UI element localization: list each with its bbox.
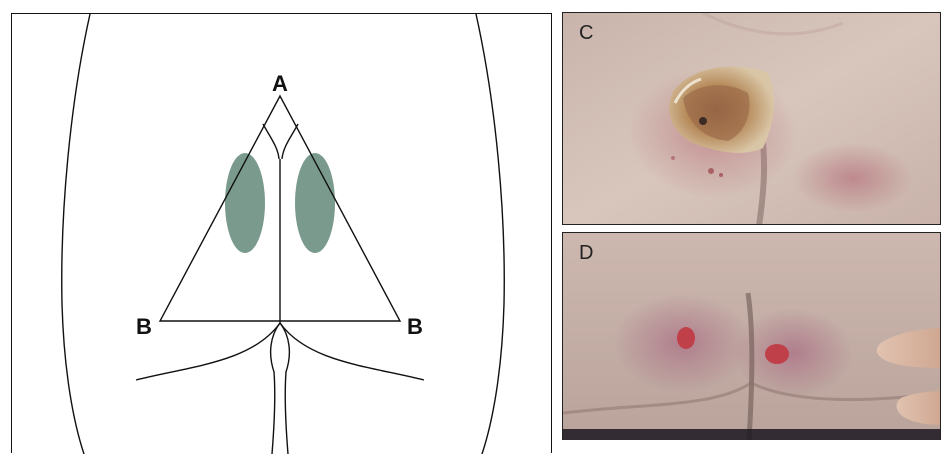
right-injection-zone [295, 153, 335, 253]
healing-lesion-photo [563, 233, 941, 440]
left-hip-contour [62, 14, 90, 454]
ulcer-photo [563, 13, 941, 225]
photo-panel-d: D [562, 232, 941, 440]
right-gluteal-fold [280, 323, 424, 380]
natal-cleft-left [271, 323, 280, 454]
panel-label-d: D [579, 243, 593, 263]
right-hip-contour [476, 14, 504, 454]
photo-panel-c: C [562, 12, 941, 225]
apex-label: A [272, 73, 288, 95]
left-base-label: B [136, 316, 152, 338]
panel-label-c: C [579, 23, 593, 43]
gluteal-schematic: A B B [11, 13, 552, 453]
left-upper-gluteal-curve [263, 124, 279, 159]
right-base-label: B [407, 316, 423, 338]
left-injection-zone [225, 153, 265, 253]
left-gluteal-fold [136, 323, 280, 380]
natal-cleft-right [280, 323, 289, 454]
right-upper-gluteal-curve [282, 124, 298, 159]
